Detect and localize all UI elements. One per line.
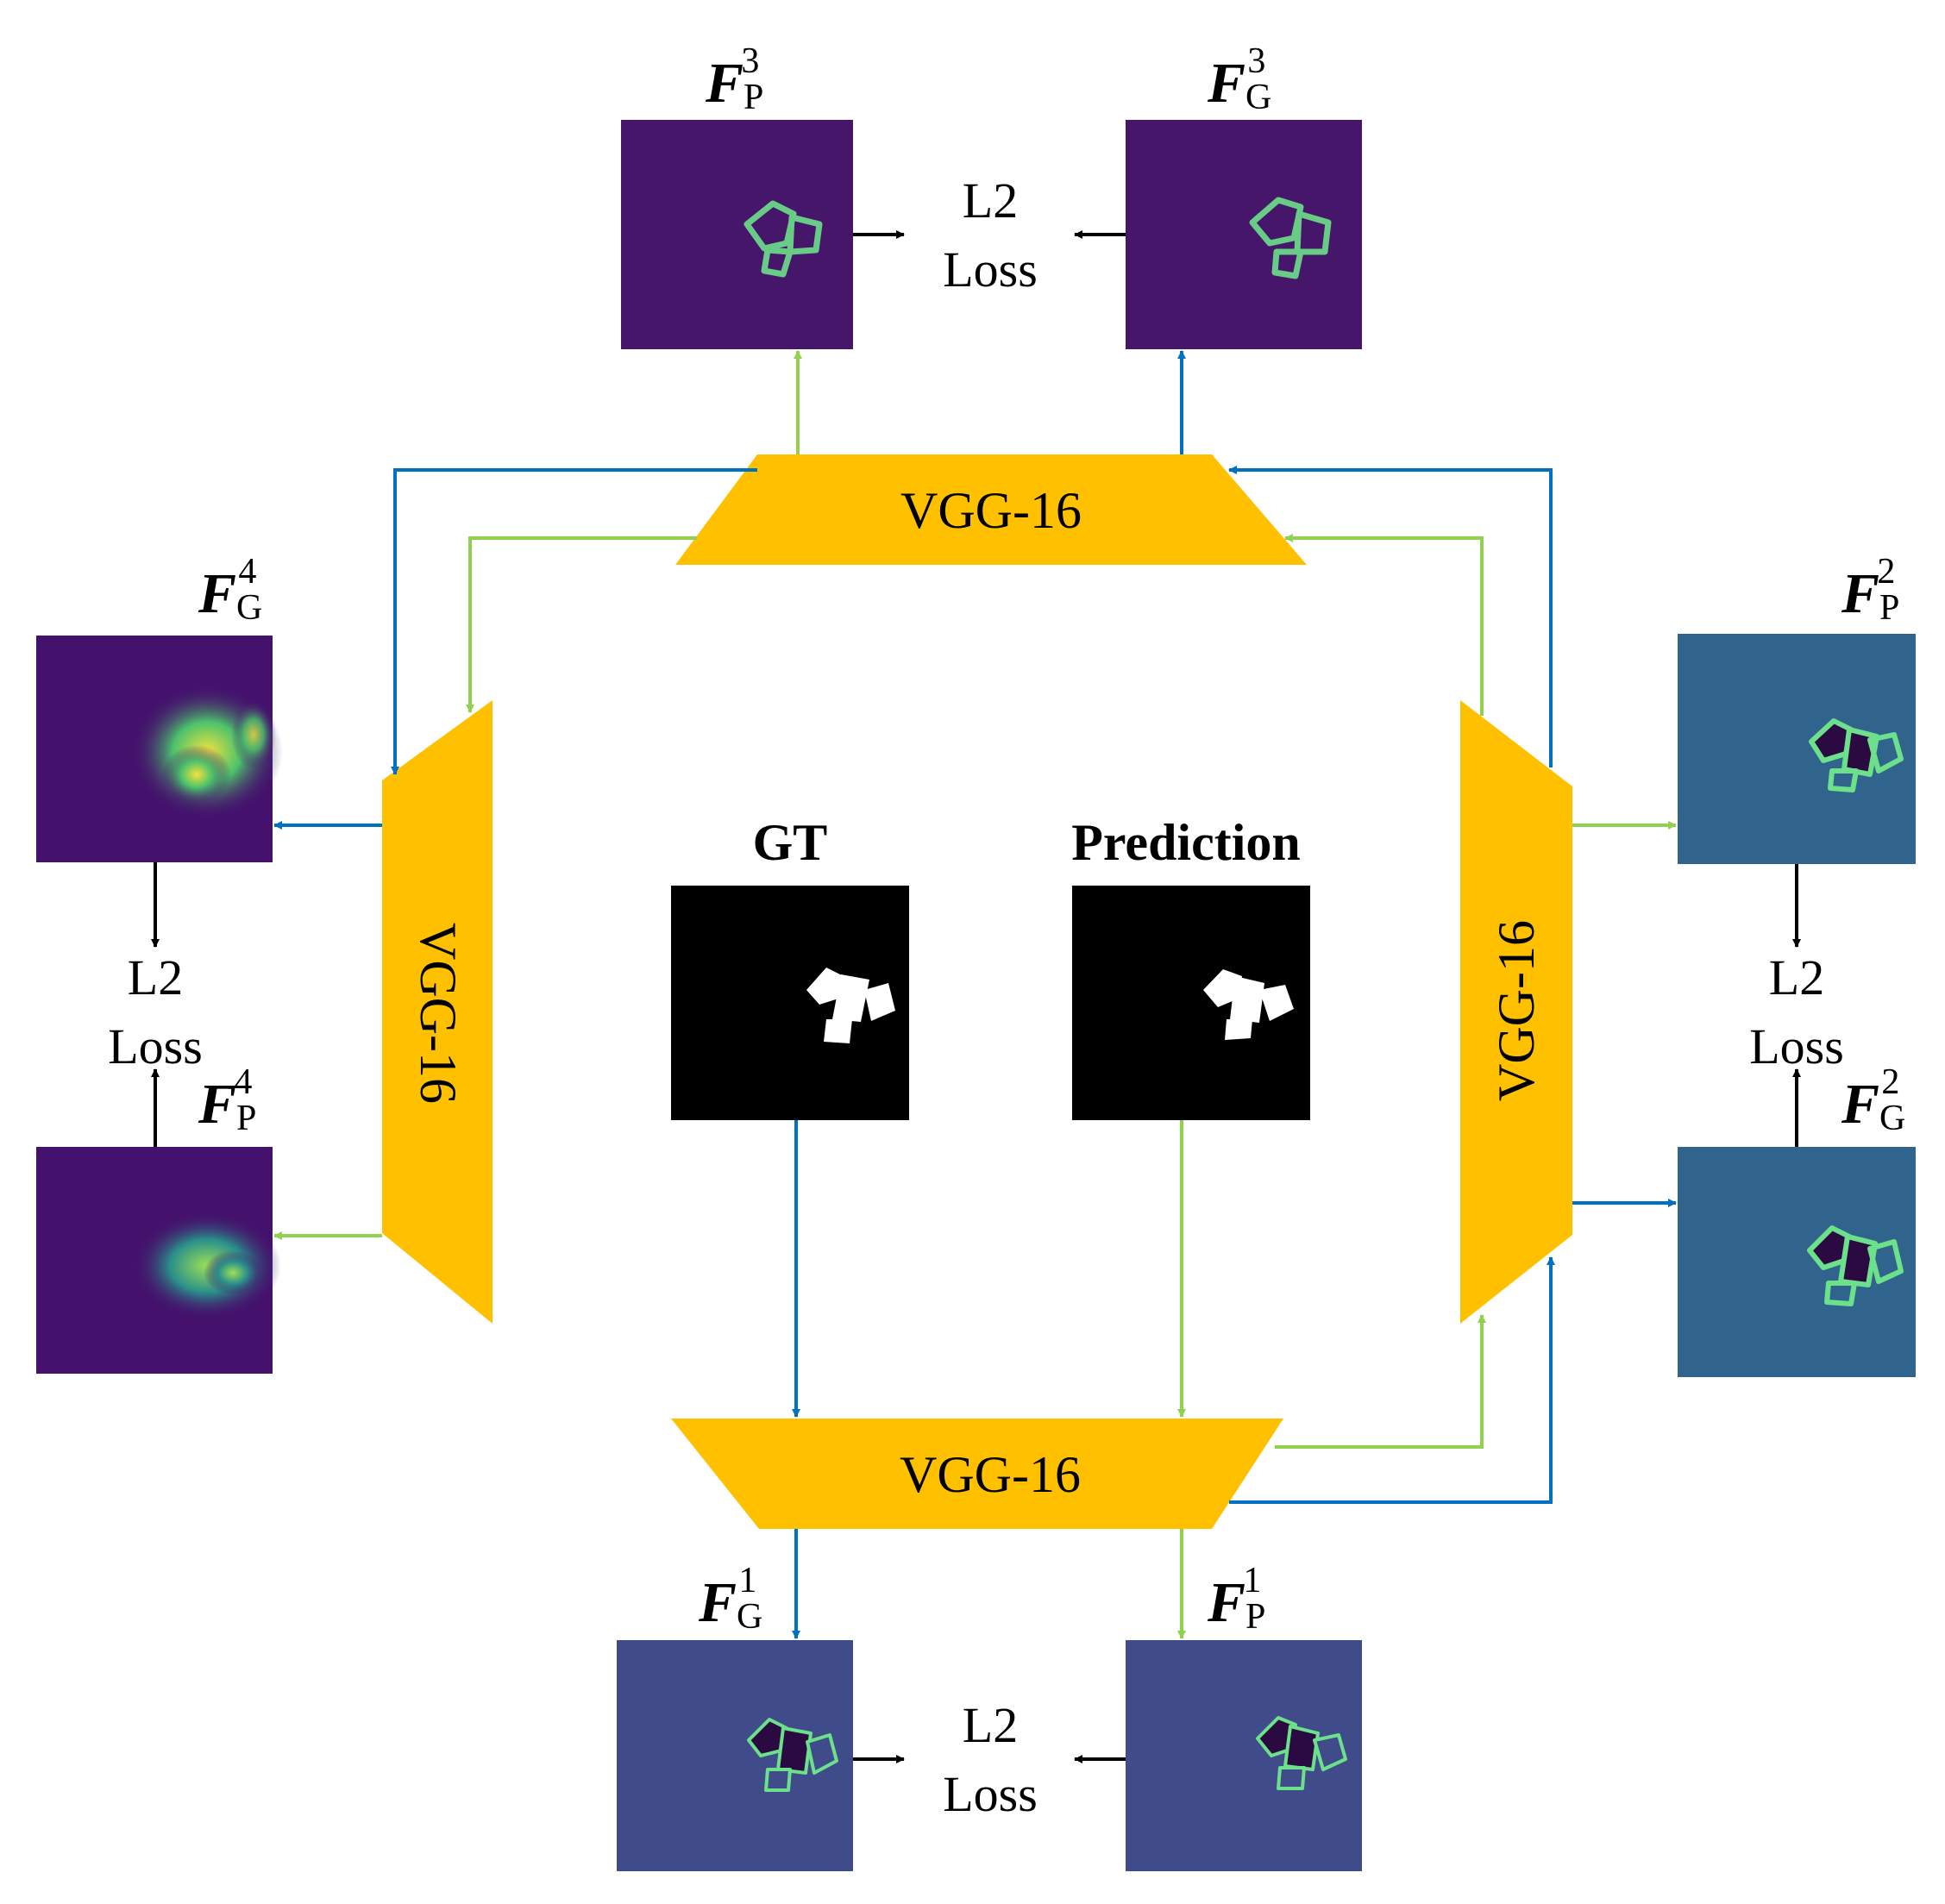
loss-right-line1: L2 bbox=[1769, 949, 1824, 1005]
svg-text:FP4: FP4 bbox=[198, 1062, 256, 1138]
vgg-right: VGG-16 bbox=[1460, 700, 1572, 1324]
gt-path-arrows bbox=[273, 350, 1677, 1639]
label-fg2: FG2 bbox=[1841, 1062, 1905, 1138]
label-fg1: FG1 bbox=[698, 1561, 762, 1637]
vgg-right-label: VGG-16 bbox=[1488, 920, 1545, 1101]
feature-map-fp4 bbox=[36, 1147, 281, 1374]
pred-path-arrows bbox=[273, 350, 1677, 1639]
fg3-map bbox=[1126, 120, 1362, 349]
loss-right: L2 Loss bbox=[1749, 949, 1844, 1074]
feature-map-fp2 bbox=[1678, 634, 1916, 864]
label-fg4: FG4 bbox=[198, 552, 262, 628]
feature-map-fg3 bbox=[1126, 120, 1362, 349]
loss-arrows bbox=[151, 230, 1801, 1763]
vgg-bottom: VGG-16 bbox=[671, 1419, 1283, 1529]
feature-map-fg1 bbox=[617, 1640, 853, 1871]
svg-text:FP2: FP2 bbox=[1841, 552, 1899, 628]
vgg-top-shape bbox=[675, 454, 1307, 565]
loss-top-line1: L2 bbox=[963, 172, 1018, 229]
vgg-left: VGG-16 bbox=[382, 700, 493, 1324]
svg-text:FP3: FP3 bbox=[705, 41, 763, 117]
gt-input: GT bbox=[671, 814, 909, 1120]
loss-left-line1: L2 bbox=[128, 949, 183, 1005]
prediction-title: Prediction bbox=[1071, 814, 1301, 871]
fp2-map bbox=[1678, 634, 1916, 864]
label-fg3: FG3 bbox=[1207, 41, 1271, 117]
arrow-vgg-top-to-vgg-left bbox=[391, 468, 757, 775]
feature-map-fg2 bbox=[1678, 1147, 1916, 1377]
vgg-top-label: VGG-16 bbox=[900, 482, 1082, 539]
label-fp1: FP1 bbox=[1207, 1561, 1265, 1637]
loss-left-line2: Loss bbox=[108, 1018, 203, 1074]
label-fp2: FP2 bbox=[1841, 552, 1899, 628]
fp4-activation bbox=[133, 1212, 281, 1319]
fp2-activation bbox=[1809, 718, 1904, 792]
fg1-activation bbox=[747, 1718, 838, 1792]
vgg-left-label: VGG-16 bbox=[410, 923, 467, 1104]
arrow-vgg-right-to-vgg-top bbox=[1228, 466, 1553, 767]
vgg-bottom-label: VGG-16 bbox=[900, 1446, 1081, 1503]
loss-top-line2: Loss bbox=[943, 241, 1038, 298]
gt-shape bbox=[806, 968, 895, 1043]
loss-bottom-line1: L2 bbox=[963, 1697, 1018, 1753]
loss-bottom: L2 Loss bbox=[943, 1697, 1038, 1822]
fg2-map bbox=[1678, 1147, 1916, 1377]
fg4-activation bbox=[131, 685, 283, 819]
fp3-map bbox=[621, 120, 853, 349]
loss-bottom-line2: Loss bbox=[943, 1766, 1038, 1822]
prediction-shape bbox=[1203, 969, 1294, 1040]
fp3-activation bbox=[743, 200, 823, 278]
arrow-vgg-bottom-to-vgg-right-green bbox=[1275, 1314, 1486, 1449]
label-fp4: FP4 bbox=[198, 1062, 256, 1138]
feature-map-fg4 bbox=[36, 636, 283, 862]
arrow-vgg-bottom-to-vgg-right bbox=[1229, 1256, 1555, 1504]
fp1-activation bbox=[1256, 1716, 1347, 1790]
arrow-vgg-top-to-vgg-left-green bbox=[466, 536, 697, 713]
label-fp3: FP3 bbox=[705, 41, 763, 117]
prediction-input: Prediction bbox=[1071, 814, 1310, 1120]
arrow-vgg-right-to-vgg-top-green bbox=[1284, 534, 1484, 716]
svg-text:FG2: FG2 bbox=[1841, 1062, 1905, 1138]
svg-text:FG4: FG4 bbox=[198, 552, 262, 628]
gt-title: GT bbox=[753, 814, 828, 871]
loss-right-line2: Loss bbox=[1749, 1018, 1844, 1074]
vgg-top: VGG-16 bbox=[675, 454, 1307, 565]
feature-map-fp1 bbox=[1126, 1640, 1362, 1871]
loss-top: L2 Loss bbox=[943, 172, 1038, 298]
vgg-bottom-shape bbox=[671, 1419, 1283, 1529]
svg-text:FP1: FP1 bbox=[1207, 1561, 1265, 1637]
fg2-activation bbox=[1807, 1225, 1904, 1306]
feature-map-fp3 bbox=[621, 120, 853, 349]
loss-left: L2 Loss bbox=[108, 949, 203, 1074]
svg-text:FG3: FG3 bbox=[1207, 41, 1271, 117]
fg3-activation bbox=[1249, 197, 1332, 279]
vgg-right-shape bbox=[1460, 700, 1572, 1324]
vgg-left-shape bbox=[382, 700, 493, 1324]
svg-text:FG1: FG1 bbox=[698, 1561, 762, 1637]
